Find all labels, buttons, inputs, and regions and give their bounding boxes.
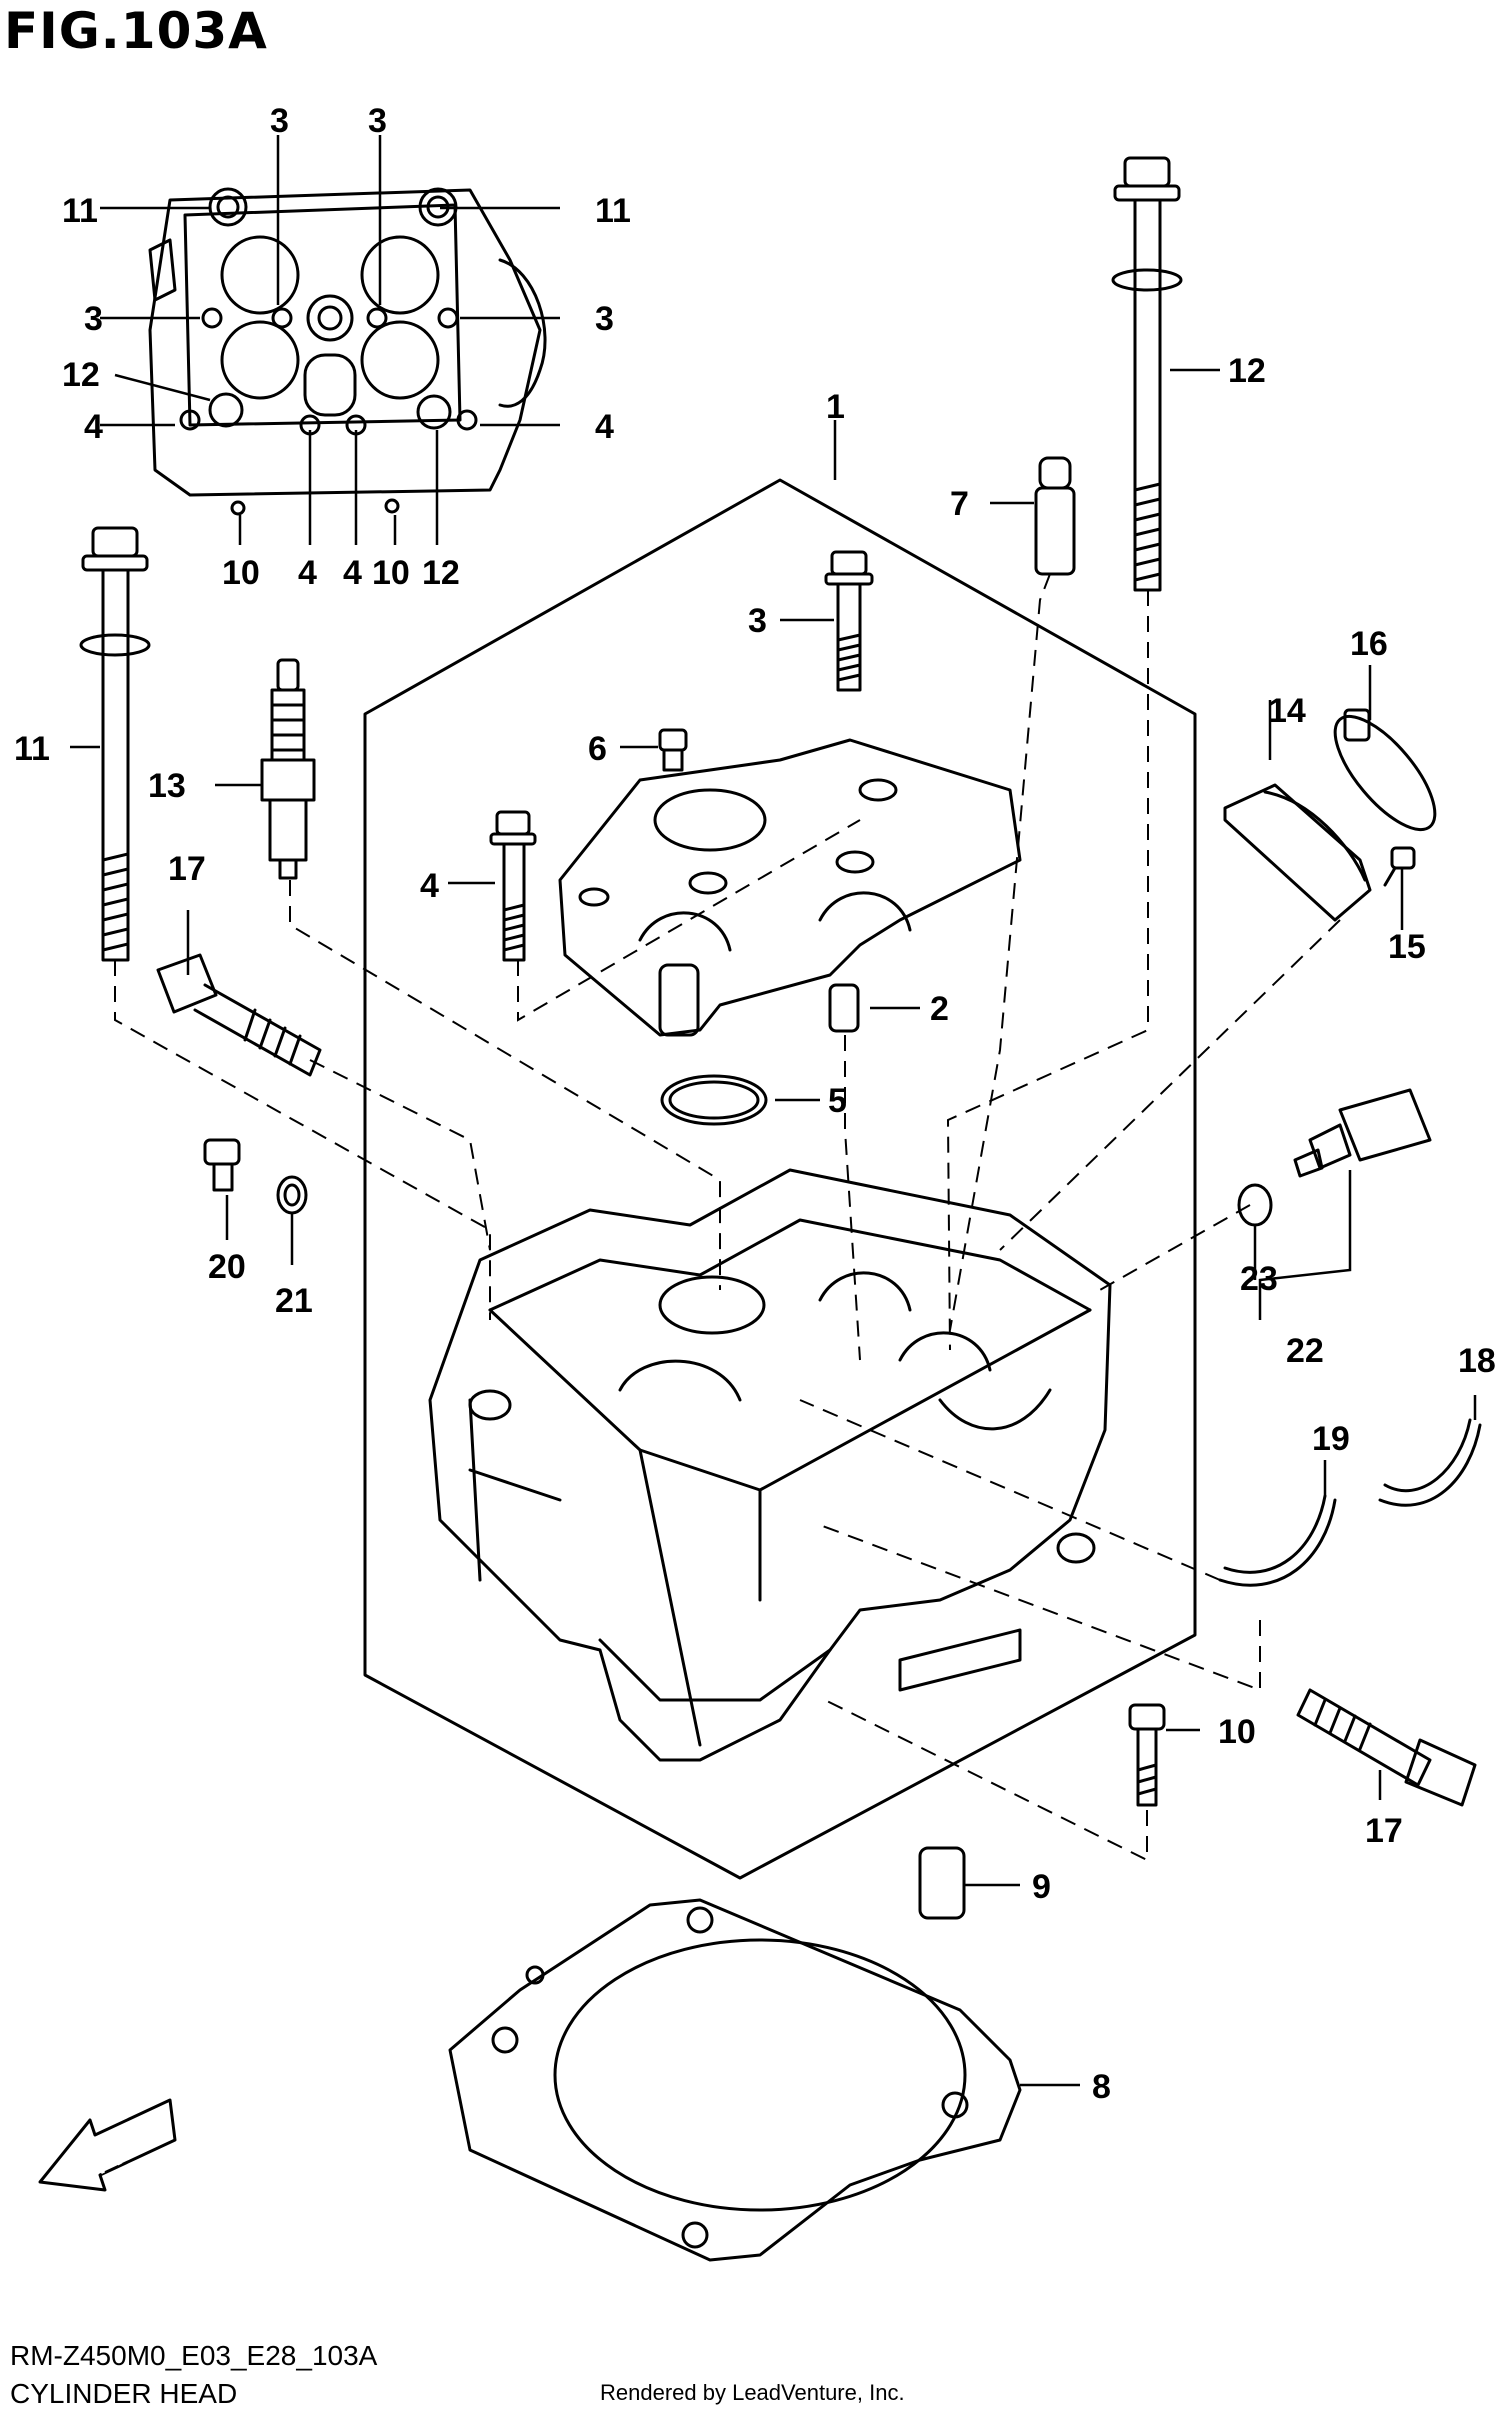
callout-23: 23 <box>1240 1260 1278 1298</box>
callout-17: 17 <box>1365 1812 1403 1850</box>
callout-10: 10 <box>1218 1713 1256 1751</box>
intake-insulator-14-drawing <box>1223 783 1372 922</box>
callout-12: 12 <box>422 554 460 592</box>
bolt-20-drawing <box>203 1138 241 1192</box>
head-top-view-inset <box>148 187 547 516</box>
callout-11: 11 <box>14 730 50 768</box>
callout-3: 3 <box>595 300 614 338</box>
callout-3: 3 <box>84 300 103 338</box>
callout-11: 11 <box>62 192 98 230</box>
retainer-19-drawing <box>1218 1498 1337 1587</box>
fwd-arrow <box>38 2098 177 2192</box>
callout-16: 16 <box>1350 625 1388 663</box>
bolt-3-drawing <box>824 550 874 692</box>
callout-4: 4 <box>343 554 362 592</box>
washer-21-drawing <box>276 1175 308 1215</box>
callout-5: 5 <box>828 1082 847 1120</box>
callout-15: 15 <box>1388 928 1426 966</box>
bolt-10-drawing <box>1128 1703 1166 1807</box>
callout-9: 9 <box>1032 1868 1051 1906</box>
callout-3: 3 <box>748 602 767 640</box>
o-ring-23-drawing <box>1237 1183 1273 1227</box>
callout-11: 11 <box>595 192 631 230</box>
callout-1: 1 <box>826 388 845 426</box>
retainer-18-drawing <box>1378 1423 1482 1507</box>
assembly-name: CYLINDER HEAD <box>10 2378 238 2409</box>
callout-4: 4 <box>84 408 103 446</box>
render-credit: Rendered by LeadVenture, Inc. <box>600 2380 905 2405</box>
o-ring-5-drawing <box>660 1074 768 1126</box>
bolt-17-right-drawing <box>1296 1688 1477 1807</box>
callout-17: 17 <box>168 850 206 888</box>
bolt-4-drawing <box>489 810 537 962</box>
callout-14: 14 <box>1268 692 1306 730</box>
sensor-22-drawing <box>1293 1088 1432 1178</box>
screw-15-drawing <box>1383 846 1416 887</box>
callout-4: 4 <box>420 867 439 905</box>
callout-19: 19 <box>1312 1420 1350 1458</box>
callout-4: 4 <box>298 554 317 592</box>
callout-8: 8 <box>1092 2068 1111 2106</box>
dowel-9-drawing <box>918 1846 966 1920</box>
bolt-12-drawing <box>1111 156 1183 592</box>
assembly-outline <box>363 478 1197 1880</box>
diagram-code: RM-Z450M0_E03_E28_103A <box>10 2340 378 2371</box>
lifter-7-drawing <box>1034 456 1076 576</box>
callout-3: 3 <box>368 102 387 140</box>
spark-plug-13-drawing <box>260 658 316 880</box>
camshaft-cap-drawing <box>558 738 1022 1037</box>
cylinder-head-drawing <box>428 1168 1112 1762</box>
callout-4: 4 <box>595 408 614 446</box>
dowel-2-drawing <box>828 983 860 1033</box>
callout-6: 6 <box>588 730 607 768</box>
callout-7: 7 <box>950 485 969 523</box>
gasket-8-drawing <box>448 1898 1022 2262</box>
clamp-16-drawing <box>1333 708 1437 832</box>
callout-22: 22 <box>1286 1332 1324 1370</box>
figure-title: FIG.103A <box>4 2 268 60</box>
bolt-6-drawing <box>658 728 688 772</box>
callout-3: 3 <box>270 102 289 140</box>
callout-10: 10 <box>372 554 410 592</box>
bolt-11-drawing <box>79 526 151 962</box>
callout-12: 12 <box>62 356 100 394</box>
callout-2: 2 <box>930 990 949 1028</box>
callout-10: 10 <box>222 554 260 592</box>
callout-21: 21 <box>275 1282 313 1320</box>
callout-12: 12 <box>1228 352 1266 390</box>
callout-18: 18 <box>1458 1342 1496 1380</box>
callout-20: 20 <box>208 1248 246 1286</box>
callout-13: 13 <box>148 767 186 805</box>
